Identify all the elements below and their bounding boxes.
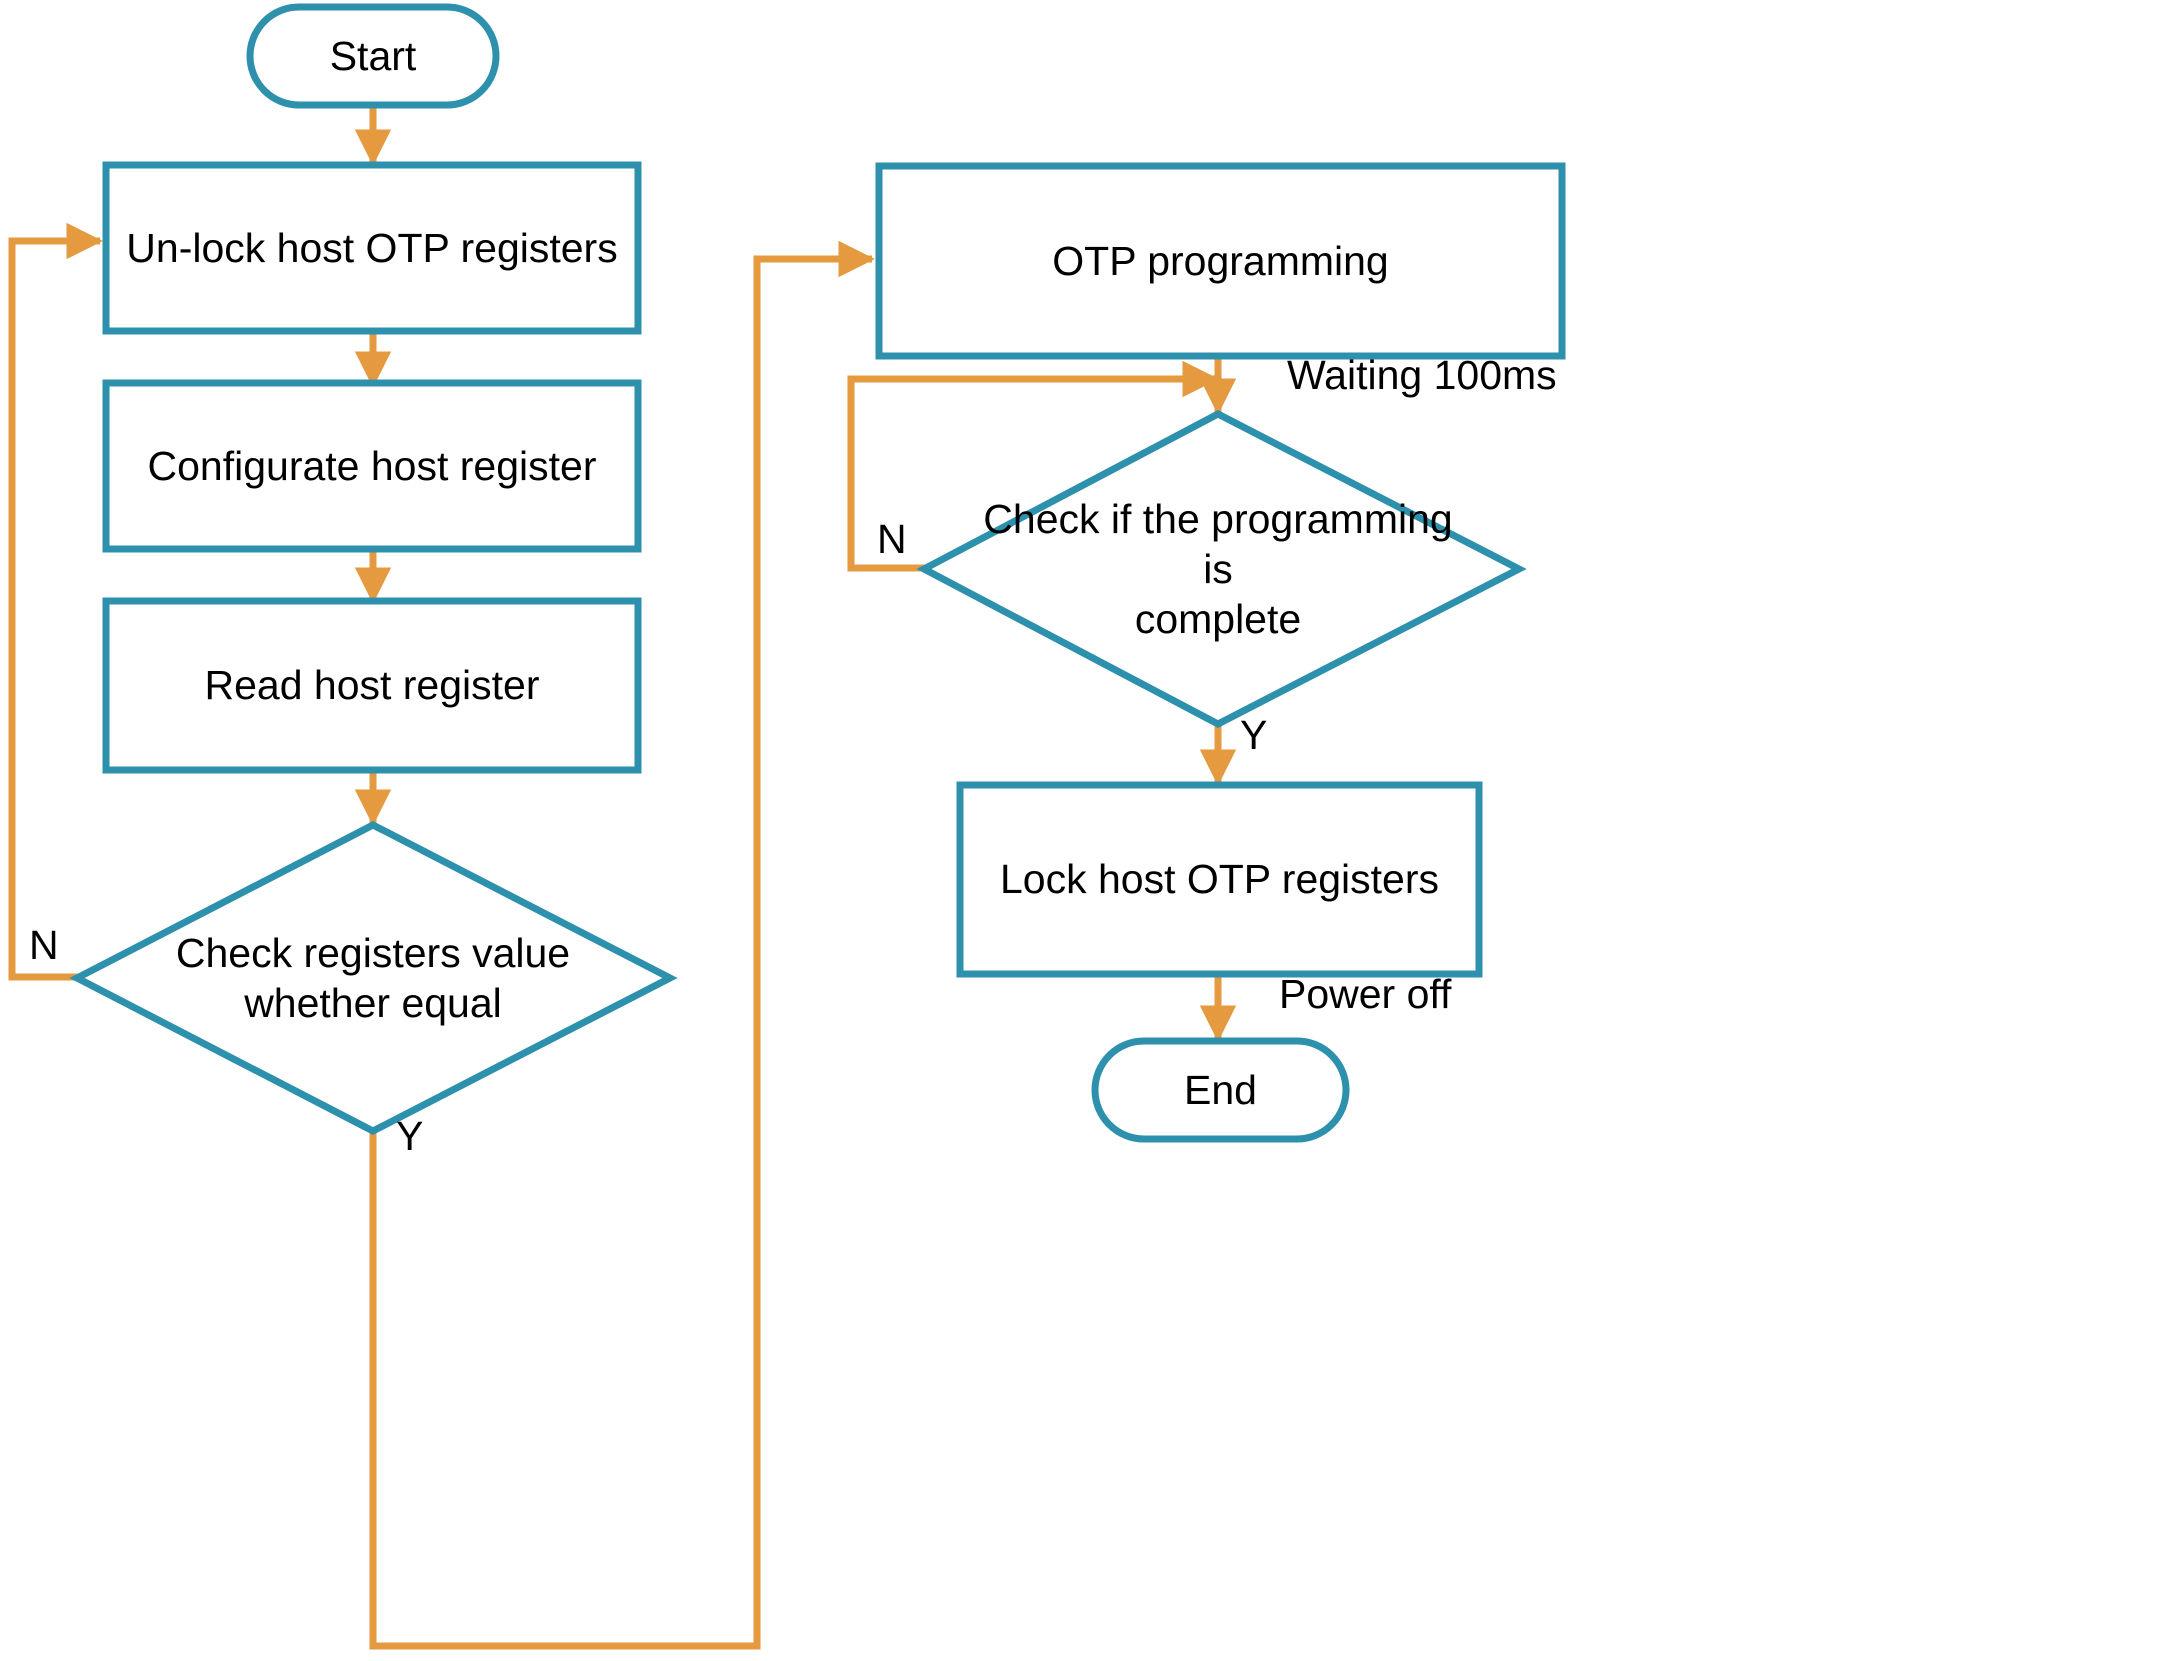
node-end-shape[interactable] — [1091, 1037, 1350, 1143]
node-configurate-shape[interactable] — [102, 379, 642, 553]
node-shape-group — [69, 3, 1566, 1143]
node-start-shape[interactable] — [246, 3, 500, 109]
node-read-shape[interactable] — [102, 597, 642, 774]
node-unlock-shape[interactable] — [102, 161, 642, 335]
edge-check-done-no-to-otp — [847, 360, 1219, 572]
node-otp-shape[interactable] — [875, 162, 1566, 360]
node-lock-shape[interactable] — [956, 781, 1483, 978]
edge-check-equal-no-to-unlock — [8, 222, 103, 981]
edge-check-equal-yes-to-otp — [369, 240, 875, 1650]
connector-group — [8, 104, 1237, 1650]
node-check-done-shape[interactable] — [916, 410, 1527, 728]
node-check-equal-shape[interactable] — [69, 821, 678, 1135]
